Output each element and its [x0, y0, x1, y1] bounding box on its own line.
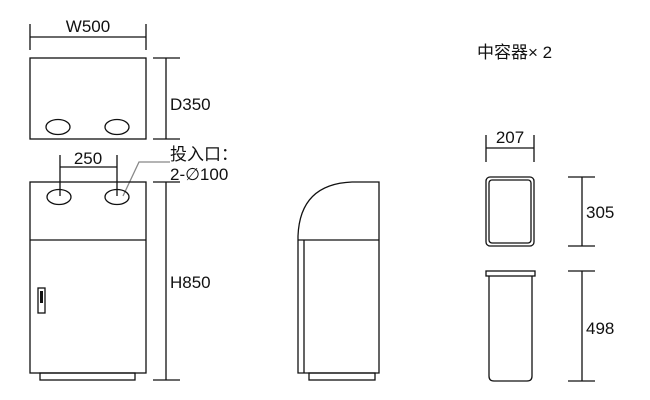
inner-container-top-view [485, 176, 535, 247]
width-dimension: W500 [29, 17, 147, 50]
hole-spacing-dimension: 250 [59, 149, 118, 196]
inner-depth-label: 305 [586, 203, 614, 222]
height-label: H850 [170, 273, 211, 292]
inner-container-title: 中容器× 2 [477, 43, 552, 62]
opening-label: 投入口： [170, 145, 238, 164]
depth-label: D350 [170, 95, 211, 114]
inner-width-dimension: 207 [485, 128, 535, 162]
hole-spacing-label: 250 [74, 149, 102, 168]
inner-width-label: 207 [496, 128, 524, 147]
opening-spec: 2-∅100 [170, 165, 228, 184]
top-view [29, 57, 147, 140]
inner-height-label: 498 [586, 319, 614, 338]
depth-dimension: D350 [153, 57, 211, 140]
lock-icon [37, 287, 46, 314]
side-view [297, 181, 380, 381]
inner-depth-dimension: 305 [568, 176, 614, 247]
inner-height-dimension: 498 [568, 270, 614, 382]
width-label: W500 [66, 17, 110, 36]
inner-container-side-view [485, 270, 536, 382]
front-view [29, 181, 147, 381]
opening-callout: 投入口： 2-∅100 [122, 145, 238, 197]
height-dimension: H850 [153, 181, 211, 381]
